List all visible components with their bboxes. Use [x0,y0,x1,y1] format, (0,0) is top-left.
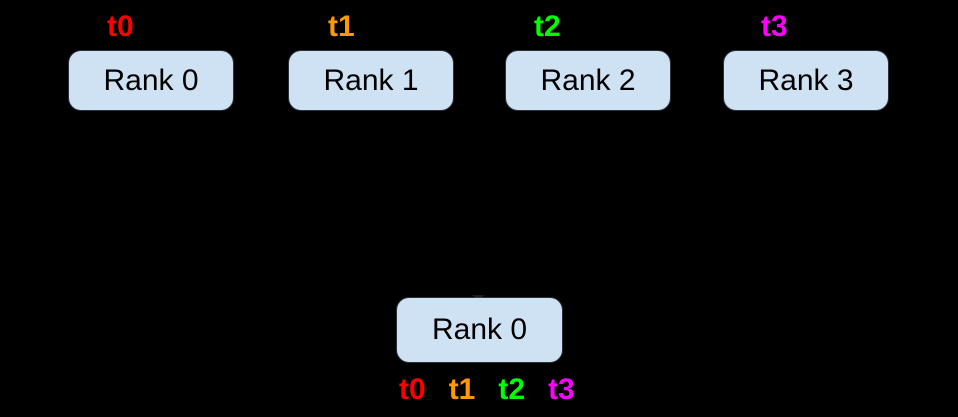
rank-node-3: Rank 3 [724,51,888,110]
thread-label-t1: t1 [328,10,355,43]
rank-node-merged: Rank 0 [397,298,562,362]
rank-node-2: Rank 2 [506,51,670,110]
rank-node-0: Rank 0 [69,51,233,110]
thread-label-t0: t0 [107,10,134,43]
rank-node-1: Rank 1 [289,51,453,110]
thread-label-t2: t2 [498,373,526,406]
thread-label-t3: t3 [761,10,788,43]
thread-label-t0: t0 [399,373,426,406]
thread-label-t3: t3 [548,373,575,406]
thread-label-t2: t2 [534,10,561,43]
thread-label-t1: t1 [448,373,476,406]
bottom-thread-labels: t0 t1 t2 t3 [399,374,575,406]
